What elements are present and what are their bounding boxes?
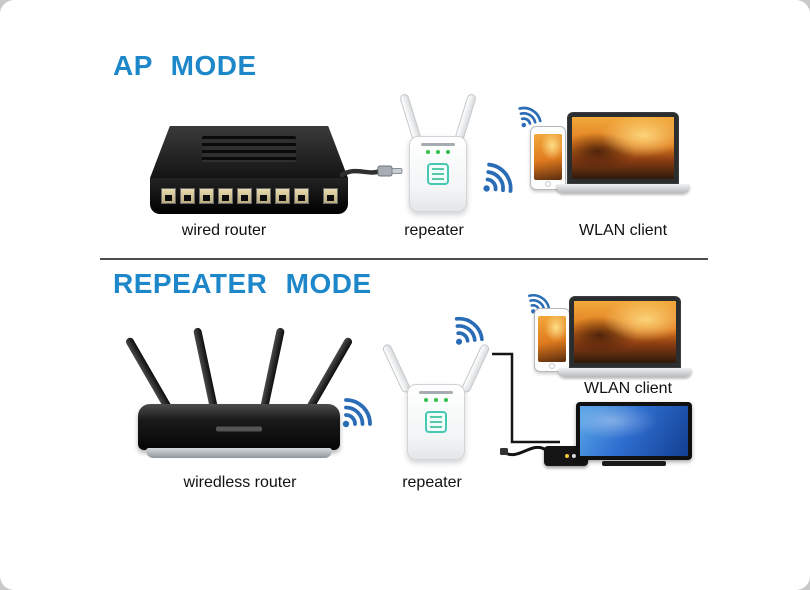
router-vents [202, 136, 296, 162]
repeater-label-badge [425, 411, 447, 433]
av-port-white [572, 454, 576, 458]
repeater-body [409, 136, 467, 212]
tv-image [576, 402, 692, 460]
av-cable-icon [500, 446, 548, 456]
wired-connection-line [492, 352, 560, 444]
repeater-image [381, 340, 491, 462]
ethernet-port [198, 188, 214, 204]
tv-screen [580, 406, 688, 456]
repeater-print [421, 143, 455, 146]
laptop-keyboard-base [558, 368, 692, 377]
ethernet-port [274, 188, 290, 204]
ethernet-port [179, 188, 195, 204]
wired-router-image [150, 126, 348, 214]
laptop-screen [569, 296, 681, 368]
laptop-icon [556, 112, 690, 193]
wifi-signal-icon [342, 398, 372, 428]
repeater-antenna-icon [381, 342, 412, 394]
section-divider [100, 258, 708, 260]
laptop-screen [567, 112, 679, 184]
repeater-label-badge [427, 163, 449, 185]
repeater-status-leds [426, 150, 450, 154]
ethernet-cable-icon [340, 165, 403, 178]
wan-port [322, 188, 338, 204]
wireless-router-label: wiredless router [183, 474, 297, 491]
ethernet-port [255, 188, 271, 204]
repeater-body [407, 384, 465, 460]
laptop-wallpaper [572, 117, 674, 179]
laptop-icon [558, 296, 692, 377]
smartphone-screen [534, 134, 562, 180]
smartphone-icon [530, 126, 566, 190]
smartphone-icon [534, 308, 570, 372]
wlan-client-image [520, 284, 694, 382]
av-port-yellow [565, 454, 569, 458]
ethernet-port [293, 188, 309, 204]
smartphone-home-button [545, 181, 551, 187]
repeater-label: repeater [402, 474, 462, 491]
repeater-status-leds [424, 398, 448, 402]
laptop-wallpaper [574, 301, 676, 363]
router-body [138, 404, 340, 450]
smartphone-home-button [549, 363, 555, 369]
wlan-client-image [514, 96, 692, 208]
ethernet-port [160, 188, 176, 204]
router-base [146, 448, 332, 458]
repeater-image [398, 92, 478, 214]
smartphone-screen [538, 316, 566, 362]
wifi-signal-icon [454, 316, 484, 345]
wired-router-label: wired router [181, 222, 267, 239]
router-top-panel [150, 126, 348, 178]
wireless-router-image [124, 312, 354, 462]
ap-mode-title: AP MODE [113, 50, 257, 81]
ethernet-port [217, 188, 233, 204]
wifi-signal-icon [518, 106, 542, 128]
wlan-client-label: WLAN client [583, 380, 673, 397]
ethernet-port [236, 188, 252, 204]
wlan-client-label: WLAN client [578, 222, 668, 239]
router-brand-badge [216, 426, 262, 432]
repeater-label: repeater [404, 222, 464, 239]
laptop-keyboard-base [556, 184, 690, 193]
repeater-print [419, 391, 453, 394]
wifi-signal-icon [483, 162, 513, 193]
router-port-panel [150, 178, 348, 214]
repeater-mode-title: REPEATER MODE [113, 268, 372, 299]
